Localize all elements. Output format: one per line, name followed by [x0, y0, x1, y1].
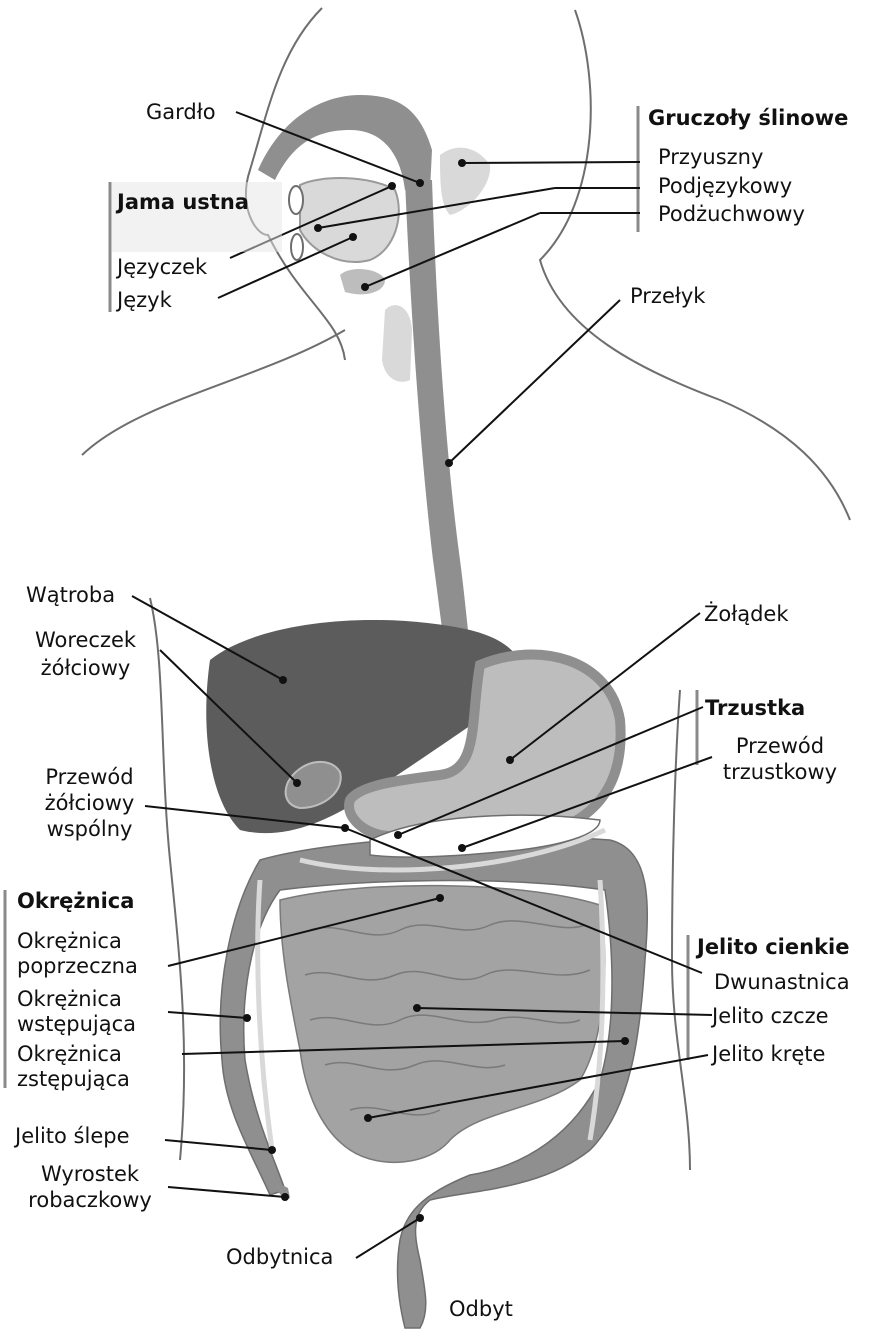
- label-odbyt: Odbyt: [449, 1297, 513, 1321]
- label-zoladek: Żołądek: [704, 602, 788, 626]
- label-przyuszny: Przyuszny: [658, 145, 763, 169]
- label-jezyczek: Języczek: [117, 255, 207, 279]
- label-watroba: Wątroba: [26, 583, 115, 607]
- label-dwunastnica: Dwunastnica: [714, 970, 850, 994]
- label-okreznica-poprzeczna-line1: Okrężnica: [17, 929, 122, 953]
- label-okreznica-zstepujaca-line1: Okrężnica: [17, 1042, 122, 1066]
- label-jama-ustna: Jama ustna: [117, 190, 249, 214]
- label-podzuchwowy: Podżuchwowy: [658, 202, 805, 226]
- label-przewod-zolciowy-line1: Przewód: [12, 765, 167, 789]
- label-odbytnica: Odbytnica: [226, 1245, 333, 1269]
- label-woreczek-line2: żółciowy: [8, 656, 163, 680]
- label-jelito-krete: Jelito kręte: [712, 1042, 825, 1066]
- label-podjezykowy: Podjęzykowy: [658, 174, 792, 198]
- label-okreznica-zstepujaca-line2: zstępująca: [17, 1067, 130, 1091]
- label-trzustka: Trzustka: [705, 696, 805, 720]
- label-przewod-trzustkowy-line2: trzustkowy: [705, 760, 855, 784]
- label-okreznica-wstepujaca-line1: Okrężnica: [17, 987, 122, 1011]
- label-jezyk: Język: [117, 288, 172, 312]
- label-gardlo: Gardło: [146, 100, 216, 124]
- label-przewod-zolciowy-line3: wspólny: [12, 817, 167, 841]
- label-przewod-trzustkowy-line1: Przewód: [705, 734, 855, 758]
- label-jelito-cienkie: Jelito cienkie: [697, 935, 849, 959]
- label-przewod-zolciowy-line2: żółciowy: [12, 791, 167, 815]
- label-wyrostek-line1: Wyrostek: [10, 1162, 170, 1186]
- label-okreznica-wstepujaca-line2: wstępująca: [17, 1012, 136, 1036]
- label-woreczek-line1: Woreczek: [8, 628, 163, 652]
- mouth-region: [258, 95, 490, 382]
- label-okreznica: Okrężnica: [17, 889, 134, 913]
- label-jelito-czcze: Jelito czcze: [712, 1004, 829, 1028]
- label-wyrostek-line2: robaczkowy: [10, 1188, 170, 1212]
- label-gruczoly-slinowe: Gruczoły ślinowe: [648, 106, 848, 130]
- label-okreznica-poprzeczna-line2: poprzeczna: [17, 954, 138, 978]
- label-przelyk: Przełyk: [630, 284, 705, 308]
- label-jelito-slepe: Jelito ślepe: [15, 1124, 130, 1148]
